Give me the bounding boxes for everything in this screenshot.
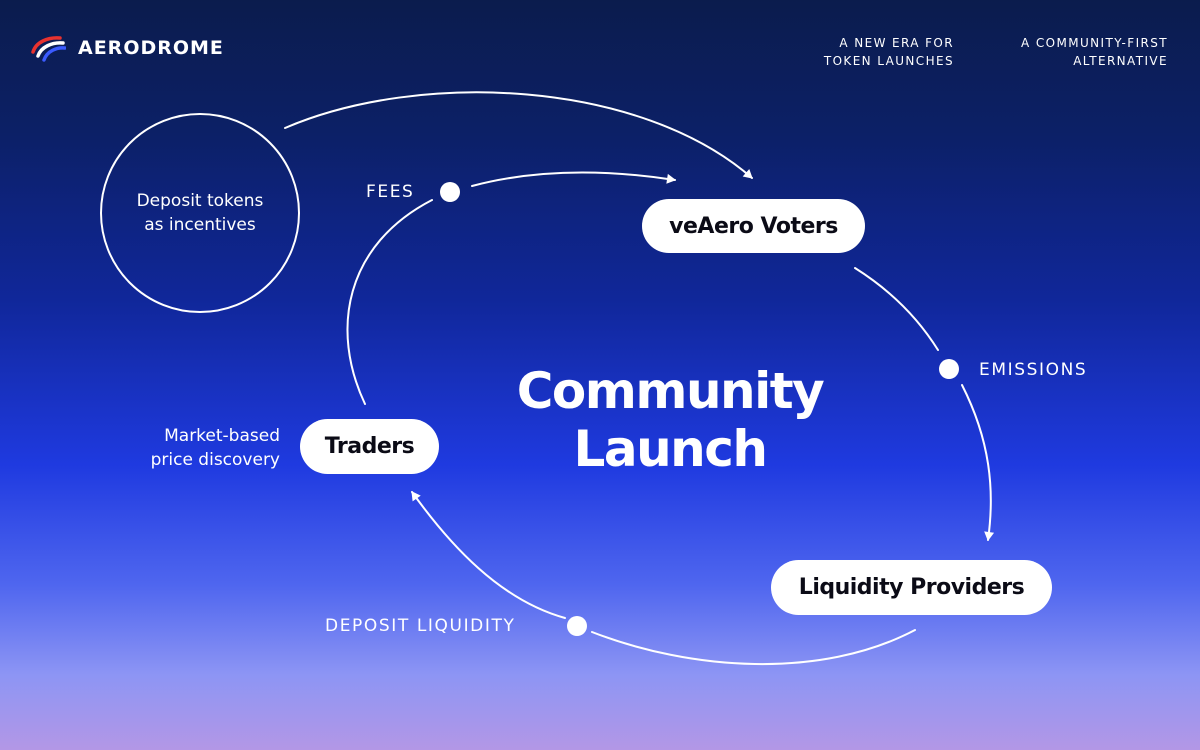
arrow-traders-to-fees [346,199,433,405]
brand-logo: AERODROME [30,34,224,62]
arrow-deposit-to-voters [284,91,753,179]
deposit-liquidity-dot [567,616,587,636]
arrow-liquidity-to-traders [411,491,566,619]
fees-label: FEES [366,182,415,202]
aerodrome-logo-icon [31,36,66,62]
deposit-tokens-node: Deposit tokens as incentives [100,113,300,313]
traders-node: Traders [300,419,439,474]
liquidity-providers-node: Liquidity Providers [771,560,1052,615]
tagline-new-era: A NEW ERA FOR TOKEN LAUNCHES [823,36,954,68]
arrow-emissions-to-lp [961,384,995,541]
veaero-voters-node: veAero Voters [642,199,865,253]
emissions-label: EMISSIONS [979,360,1088,380]
arrow-lp-to-liquidity [591,629,916,666]
arrow-voters-to-emissions [854,267,939,351]
fees-dot [440,182,460,202]
deposit-liquidity-label: DEPOSIT LIQUIDITY [325,616,516,636]
arrow-fees-to-voters [471,171,676,187]
brand-name: AERODROME [78,37,224,59]
emissions-dot [939,359,959,379]
tagline-community-first: A COMMUNITY-FIRST ALTERNATIVE [1021,36,1168,68]
traders-note: Market-based price discovery [150,426,280,470]
center-title: Community Launch [516,362,825,478]
deposit-tokens-label: Deposit tokens as incentives [136,191,264,235]
